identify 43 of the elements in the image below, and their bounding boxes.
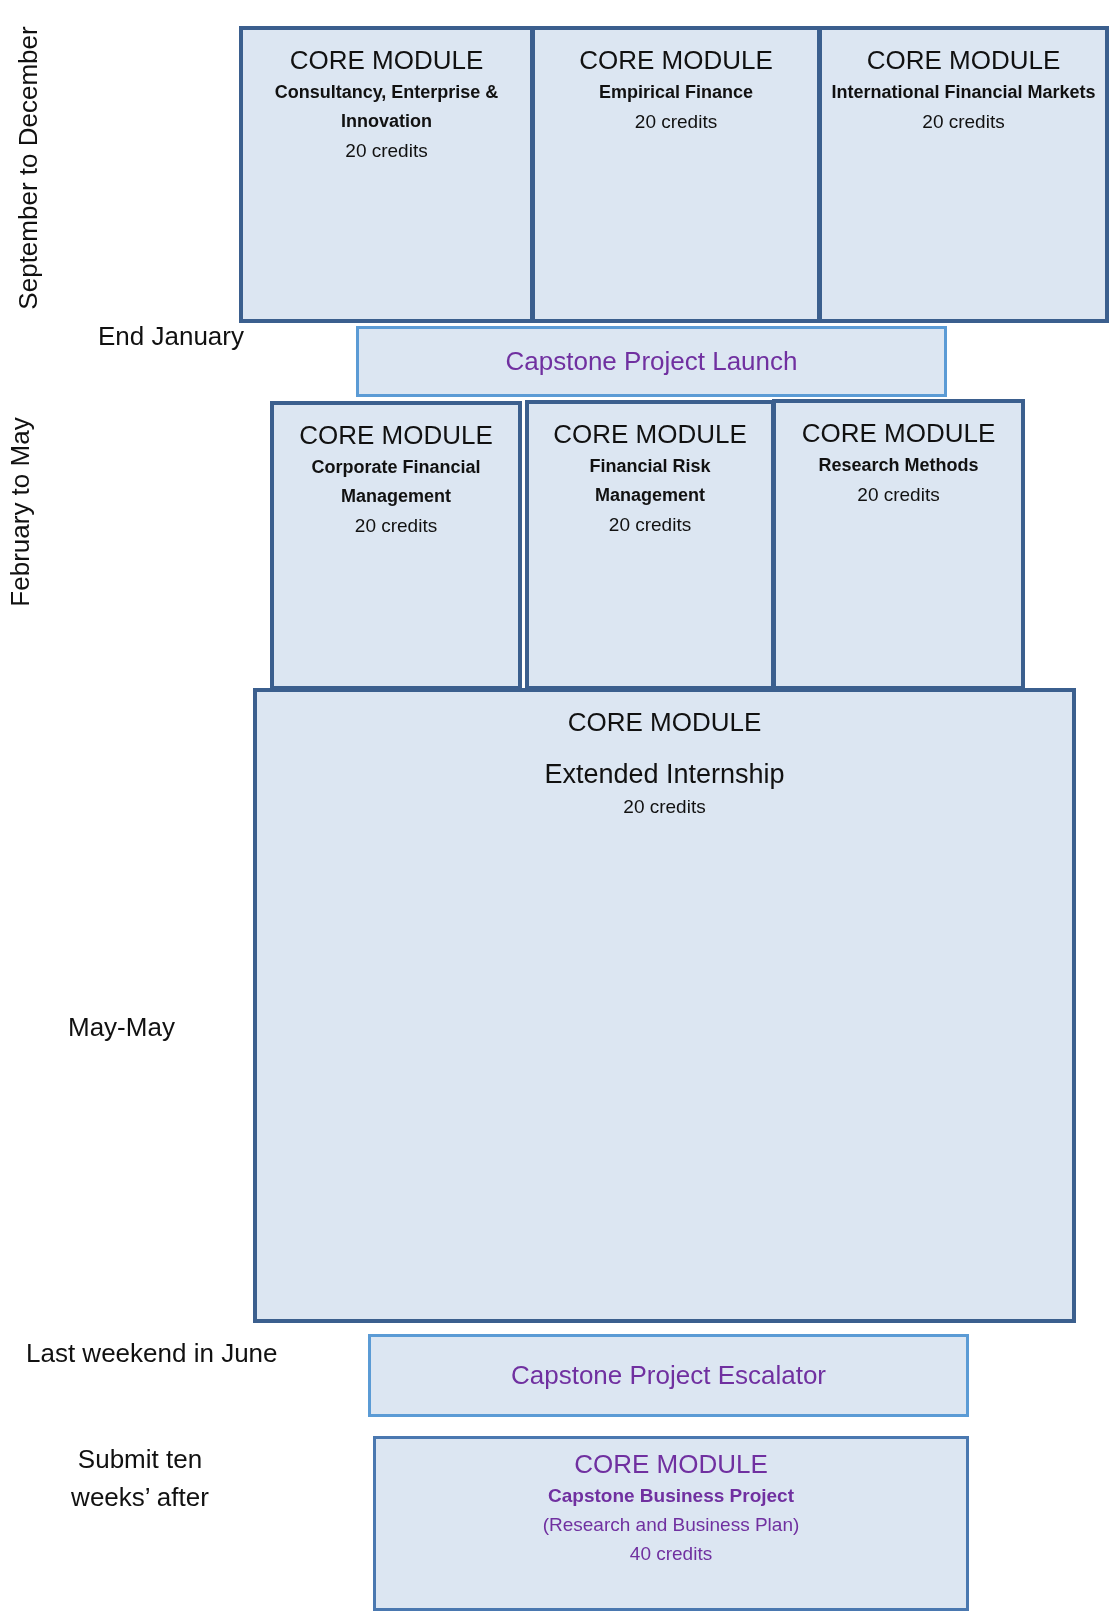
credits-text: 20 credits <box>608 513 692 537</box>
event-box <box>356 326 947 397</box>
module-tag: CORE MODULE <box>866 42 1061 78</box>
module-box <box>772 399 1025 690</box>
module-box <box>525 400 775 690</box>
timeline-label: Last weekend in June <box>26 1336 279 1370</box>
module-title: International Financial Markets <box>831 81 1096 104</box>
timeline-label: September to December <box>11 25 44 312</box>
module-box <box>818 26 1109 323</box>
credits-text: 20 credits <box>354 514 438 538</box>
module-tag: CORE MODULE <box>801 415 996 451</box>
timeline-label: May-May <box>68 1010 176 1044</box>
event-box <box>368 1334 969 1417</box>
timeline-label: Submit ten weeks’ after <box>70 1443 210 1514</box>
module-title: Capstone Business Project <box>548 1484 794 1508</box>
module-title: Consultancy, Enterprise & Innovation <box>273 81 500 133</box>
module-tag: CORE MODULE <box>289 42 484 78</box>
module-tag: CORE MODULE <box>579 42 773 78</box>
module-box <box>239 26 534 323</box>
module-tag: CORE MODULE <box>299 417 493 453</box>
module-tag: CORE MODULE <box>567 704 762 740</box>
credits-text: 20 credits <box>922 110 1005 134</box>
module-tag: CORE MODULE <box>553 416 747 452</box>
timeline-label: End January <box>98 319 245 353</box>
timeline-label: February to May <box>3 416 36 609</box>
module-title: Research Methods <box>818 454 979 477</box>
module-box <box>531 26 821 323</box>
module-title: Corporate Financial Management <box>310 456 482 508</box>
credits-text: 20 credits <box>623 795 706 819</box>
module-box <box>270 401 522 690</box>
credits-text: 20 credits <box>345 139 428 163</box>
module-subtitle: (Research and Business Plan) <box>542 1513 800 1537</box>
credits-text: 20 credits <box>634 110 718 134</box>
module-box <box>373 1436 969 1611</box>
module-title: Financial Risk Management <box>588 455 712 507</box>
module-tag: CORE MODULE <box>574 1447 768 1481</box>
module-box <box>253 688 1076 1323</box>
event-title: Capstone Project Launch <box>505 345 798 378</box>
module-title: Empirical Finance <box>598 81 754 104</box>
credits-text: 40 credits <box>629 1542 713 1566</box>
event-title: Capstone Project Escalator <box>510 1359 826 1392</box>
credits-text: 20 credits <box>857 483 940 507</box>
module-title: Extended Internship <box>544 758 785 791</box>
